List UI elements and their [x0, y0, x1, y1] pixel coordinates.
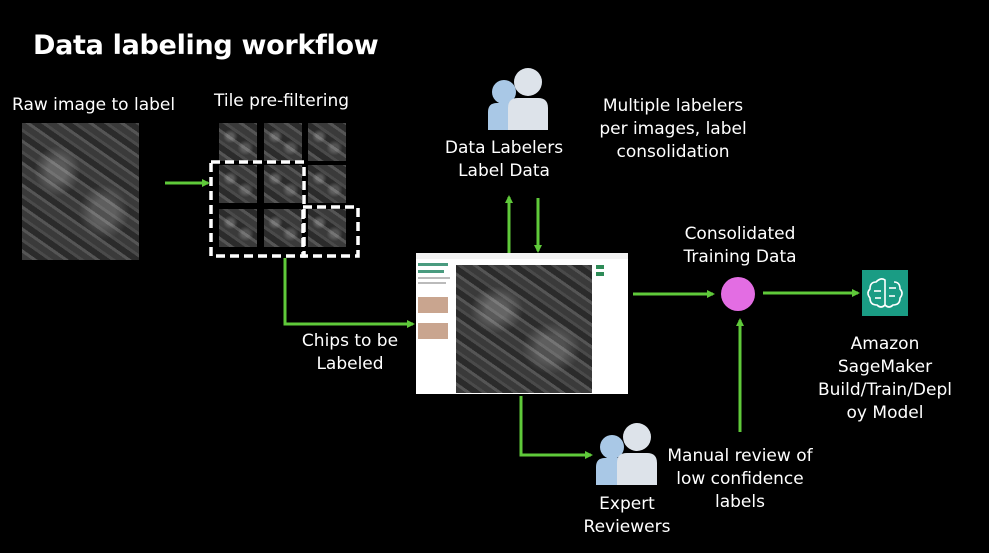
tile: [308, 209, 346, 247]
manual-review-line: Manual review of: [667, 446, 813, 466]
tile: [264, 165, 302, 203]
example-thumbnail: [418, 323, 448, 339]
raw-image-label: Raw image to label: [12, 95, 176, 115]
data-labelers-line: Data Labelers: [444, 138, 564, 158]
page-title: Data labeling workflow: [33, 30, 379, 61]
dashed-box-left: [209, 160, 306, 258]
consolidated-line: Training Data: [683, 247, 797, 267]
manual-review-line: labels: [715, 492, 765, 512]
tile: [264, 123, 302, 161]
labeling-tool-screenshot: [416, 253, 628, 394]
chips-line: Chips to be: [301, 331, 399, 351]
tile: [264, 209, 302, 247]
tool-header: [416, 253, 628, 259]
tool-line: [418, 277, 450, 279]
dashed-box-right: [301, 205, 360, 258]
chip-image: [456, 265, 592, 393]
raw-satellite-image: [22, 123, 139, 260]
multiple-labelers-line: consolidation: [616, 142, 730, 162]
tool-line: [418, 263, 448, 266]
tile: [219, 123, 257, 161]
dashed-selection: [209, 160, 360, 258]
arrow-tool-to-reviewers: [519, 396, 593, 459]
tile: [219, 209, 257, 247]
tile: [219, 165, 257, 203]
manual-review-line: low confidence: [676, 469, 804, 489]
tile-grid: [219, 123, 352, 255]
sagemaker-line: Build/Train/Depl: [818, 380, 952, 400]
tool-label-swatch: [596, 265, 604, 269]
flow-arrows: [165, 179, 860, 459]
sagemaker-line: SageMaker: [837, 357, 933, 377]
tile: [308, 123, 346, 161]
brain-chip-icon: [862, 270, 908, 316]
tool-label-swatch: [596, 272, 604, 276]
tile-prefiltering-label: Tile pre-filtering: [214, 91, 350, 111]
tool-line: [418, 270, 444, 273]
people-icon: [596, 423, 657, 485]
data-labelers-line: Label Data: [458, 161, 550, 181]
sagemaker-line: oy Model: [846, 403, 924, 423]
arrow-tiles-to-tool: [283, 258, 415, 328]
tool-line: [418, 282, 446, 284]
example-thumbnail: [418, 297, 448, 313]
consolidated-line: Consolidated: [684, 224, 796, 244]
multiple-labelers-line: Multiple labelers: [602, 96, 744, 116]
people-icon: [488, 68, 548, 130]
expert-reviewers-line: Expert: [599, 494, 655, 514]
chips-line: Labeled: [316, 354, 384, 374]
consolidation-node: [721, 277, 755, 311]
multiple-labelers-line: per images, label: [599, 119, 747, 139]
expert-reviewers-line: Reviewers: [583, 517, 671, 537]
sagemaker-line: Amazon: [850, 334, 920, 354]
tile: [308, 165, 346, 203]
